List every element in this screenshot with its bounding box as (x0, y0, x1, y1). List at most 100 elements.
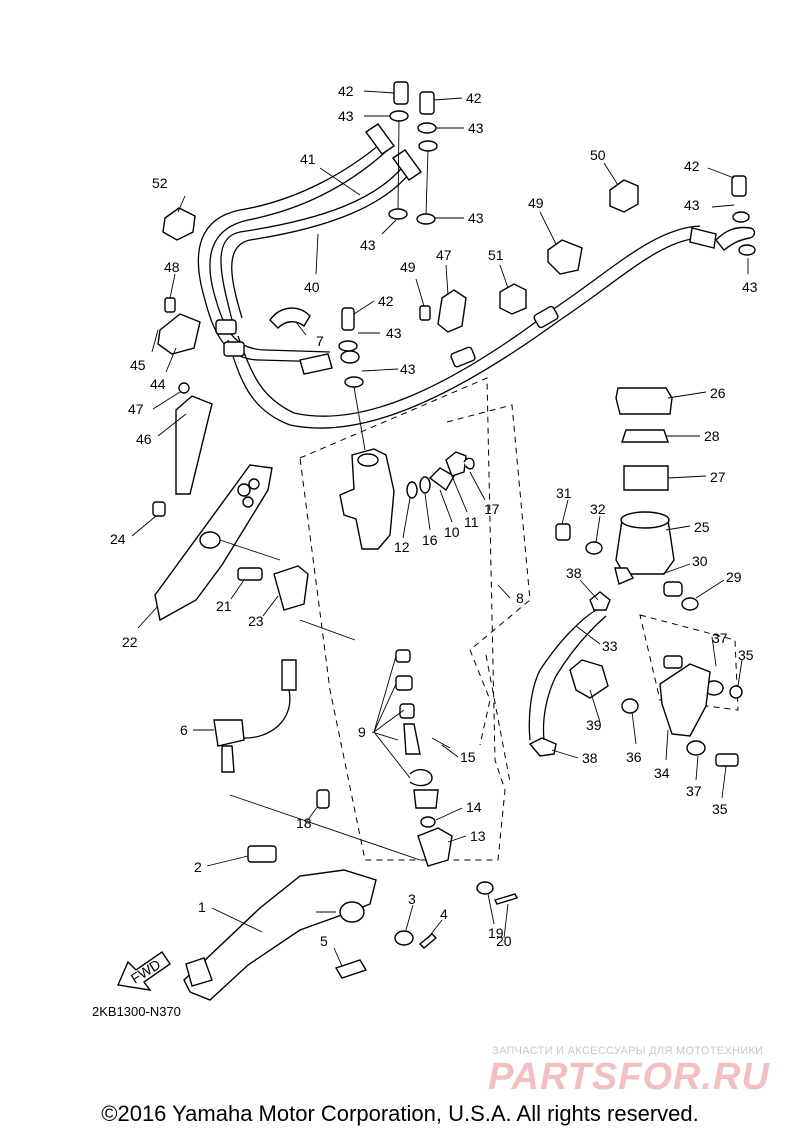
brake-switch-6 (213, 719, 245, 747)
callout-49: 48 (164, 259, 180, 275)
gasket-43 (388, 208, 408, 220)
switch-body (221, 745, 235, 773)
gasket-43 (738, 244, 756, 256)
watermark-brand: PARTSFOR.RU (488, 1056, 770, 1098)
callout-43: 43 (468, 120, 484, 136)
callout-51: 50 (590, 147, 606, 163)
callout-18: 18 (296, 815, 312, 831)
callout-7: 7 (316, 333, 324, 349)
brake-pedal-1 (183, 869, 377, 1001)
plate-28 (621, 429, 669, 443)
push-rod (403, 723, 421, 755)
copyright-notice: ©2016 Yamaha Motor Corporation, U.S.A. A… (101, 1101, 699, 1126)
hose-fitting (365, 123, 395, 155)
holder-44 (157, 313, 201, 355)
pivot-boss (199, 531, 221, 549)
union-bolt-42 (419, 91, 435, 115)
callout-32: 32 (590, 501, 606, 517)
callout-40: 40 (304, 279, 320, 295)
circlip (409, 768, 433, 787)
leader-lines (131, 90, 749, 967)
callout-5: 5 (320, 933, 328, 949)
callout-2: 2 (194, 859, 202, 875)
callout-6: 6 (180, 722, 188, 738)
callout-43: 43 (400, 361, 416, 377)
gasket-43 (338, 340, 358, 352)
callout-52: 52 (152, 175, 168, 191)
guide-50 (547, 239, 583, 275)
callout-38: 38 (582, 750, 598, 766)
piston-kit-part (395, 675, 413, 691)
callout-47: 47 (436, 247, 452, 263)
clip-17 (463, 457, 475, 470)
callout-42: 42 (338, 83, 354, 99)
spring-5 (334, 959, 368, 979)
callout-25: 25 (694, 519, 710, 535)
bolt-35 (715, 753, 739, 767)
o-ring-12 (406, 481, 418, 499)
reservoir (528, 387, 711, 741)
callout-35: 35 (738, 647, 754, 663)
clamp-51 (609, 179, 639, 213)
bracket-46 (175, 395, 213, 495)
cotter-pin-20 (494, 893, 518, 905)
callout-49: 49 (400, 259, 416, 275)
piston-kit-part (395, 649, 411, 663)
bracket-hole (237, 483, 251, 497)
screw-49 (419, 305, 431, 321)
switch-bracket-23 (273, 565, 309, 611)
callout-13: 13 (470, 828, 486, 844)
pin-18 (316, 789, 330, 809)
master-cylinder (339, 448, 475, 867)
hose-fitting (299, 353, 333, 375)
reservoir-outlet (614, 567, 635, 585)
callout-38: 38 (566, 565, 582, 581)
circlip-16 (419, 476, 431, 494)
clamp-52 (162, 207, 196, 241)
callout-21: 21 (216, 598, 232, 614)
hose-joint (533, 305, 559, 329)
washer-3 (394, 930, 414, 946)
pedal-tip (185, 957, 213, 987)
callout-37: 37 (686, 783, 702, 799)
bolt-37 (663, 655, 683, 669)
gasket-43 (417, 122, 437, 134)
union-bolt-42 (731, 175, 747, 197)
bracket-hole (248, 478, 260, 490)
callout-31: 31 (556, 485, 572, 501)
reservoir-bracket-34 (659, 663, 711, 737)
union-bolt-42 (341, 307, 355, 331)
diaphragm-27 (623, 465, 669, 491)
callout-51: 51 (488, 247, 504, 263)
hose-joint (450, 346, 476, 368)
clamp-7 (269, 307, 311, 329)
brake-hoses (197, 123, 756, 429)
callout-39: 39 (586, 717, 602, 733)
clamp-51 (499, 283, 527, 315)
washer-32 (585, 541, 603, 555)
callout-35: 35 (712, 801, 728, 817)
callout-30: 30 (692, 553, 708, 569)
callout-43: 43 (360, 237, 376, 253)
callout-33: 33 (602, 638, 618, 654)
screw-49 (164, 297, 176, 313)
bolt-31 (555, 523, 571, 541)
hose-fitting (689, 227, 717, 249)
callout-19: 19 (488, 925, 504, 941)
callout-42: 42 (466, 90, 482, 106)
callout-43: 43 (338, 108, 354, 124)
connector (281, 659, 297, 691)
callout-22: 22 (122, 634, 138, 650)
clamp-47 (437, 289, 467, 333)
callout-15: 15 (460, 749, 476, 765)
union-bolt-42 (393, 81, 409, 105)
callout-43: 43 (742, 279, 758, 295)
callout-28: 28 (704, 428, 720, 444)
piston-kit-part (399, 703, 415, 719)
bolt-21 (237, 567, 263, 581)
callout-10: 10 (444, 524, 460, 540)
callout-45: 45 (130, 357, 146, 373)
callout-8: 8 (516, 590, 524, 606)
gasket-43 (732, 211, 750, 223)
